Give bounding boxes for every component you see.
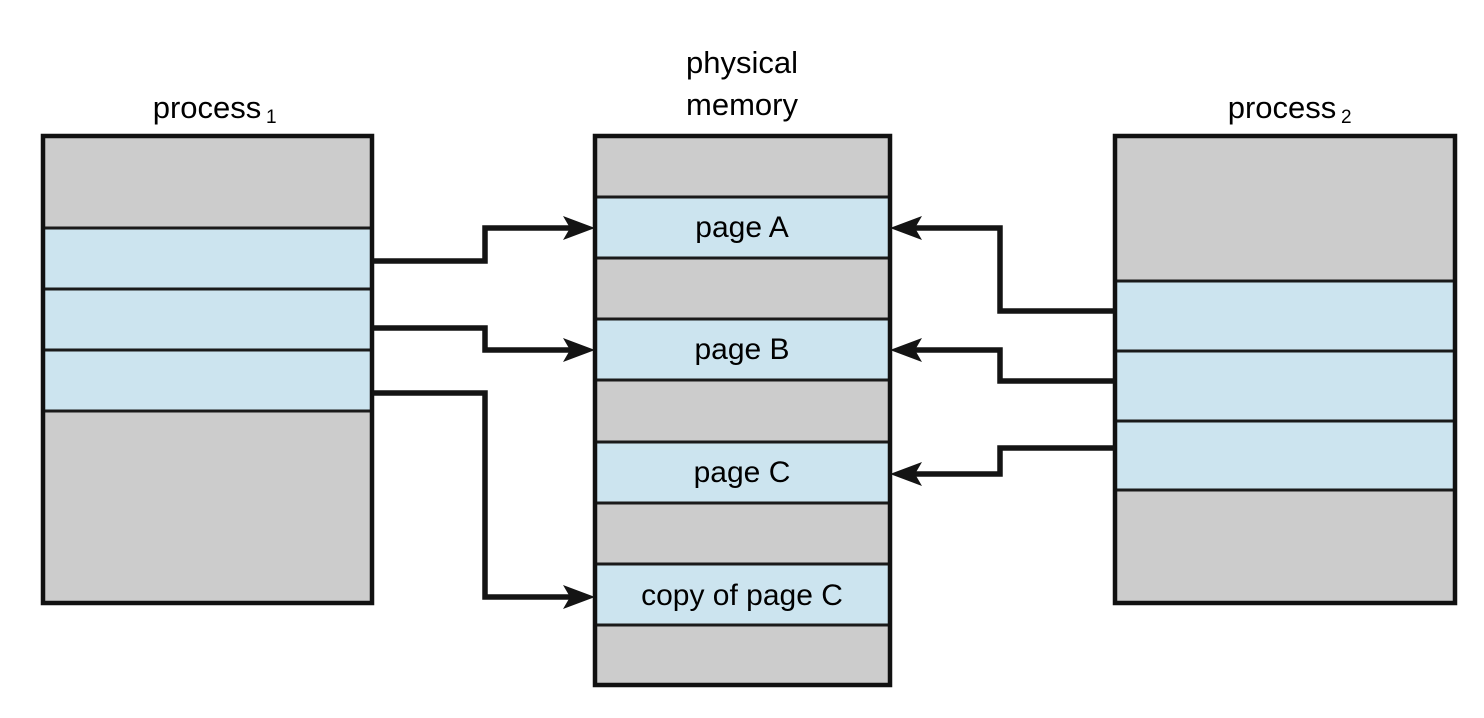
process2-column: process 2 bbox=[1112, 90, 1458, 606]
physical-memory-cell-6[interactable] bbox=[593, 501, 892, 566]
physical-memory-title-line2: memory bbox=[686, 87, 798, 122]
arrow-head-icon bbox=[563, 216, 595, 240]
physical-memory-column: physical memory page A page B page C cop… bbox=[592, 45, 893, 688]
process1-title: process bbox=[153, 90, 262, 125]
connectors-right bbox=[890, 216, 1115, 486]
connector-p1-row3-to-copy-of-page-c bbox=[372, 390, 595, 609]
process1-cells bbox=[41, 134, 374, 605]
process1-title-subscript: 1 bbox=[266, 107, 277, 128]
process1-cell-0[interactable] bbox=[41, 134, 374, 230]
process2-cell-4[interactable] bbox=[1113, 488, 1457, 605]
process2-cell-0[interactable] bbox=[1113, 134, 1457, 283]
connector-p1-row1-to-page-a bbox=[372, 216, 595, 264]
page-b-label: page B bbox=[694, 333, 789, 366]
arrow-head-icon bbox=[890, 216, 922, 240]
connector-p1-row2-to-page-b bbox=[372, 325, 595, 362]
arrow-head-icon bbox=[890, 338, 922, 362]
arrow-head-icon bbox=[563, 585, 595, 609]
physical-memory-cell-0[interactable] bbox=[593, 134, 892, 199]
process1-outline bbox=[40, 133, 375, 606]
page-c-label: page C bbox=[694, 456, 791, 489]
process1-cell-1[interactable] bbox=[41, 226, 374, 291]
page-a-label: page A bbox=[695, 211, 788, 244]
process1-cell-4[interactable] bbox=[41, 409, 374, 605]
process2-title-subscript: 2 bbox=[1341, 107, 1352, 128]
process2-cell-3[interactable] bbox=[1113, 419, 1457, 492]
connector-p2-row1-to-page-a bbox=[890, 216, 1115, 314]
process2-title: process bbox=[1228, 90, 1337, 125]
process2-outline bbox=[1112, 133, 1458, 606]
process2-cell-1[interactable] bbox=[1113, 279, 1457, 353]
physical-memory-cell-4[interactable] bbox=[593, 378, 892, 444]
physical-memory-title-line1: physical bbox=[686, 45, 798, 80]
physical-memory-cells bbox=[593, 134, 892, 687]
copy-of-page-c-label: copy of page C bbox=[641, 579, 843, 612]
physical-memory-cell-8[interactable] bbox=[593, 623, 892, 687]
process1-cell-2[interactable] bbox=[41, 287, 374, 352]
connector-p2-row2-to-page-b bbox=[890, 338, 1115, 384]
physical-memory-cell-2[interactable] bbox=[593, 256, 892, 321]
arrow-head-icon bbox=[563, 338, 595, 362]
process2-cell-2[interactable] bbox=[1113, 349, 1457, 423]
process1-column: process 1 bbox=[40, 90, 375, 606]
process1-cell-3[interactable] bbox=[41, 348, 374, 413]
arrow-head-icon bbox=[890, 462, 922, 486]
connectors-left bbox=[372, 216, 595, 609]
physical-memory-outline bbox=[592, 133, 893, 688]
connector-p2-row3-to-page-c bbox=[890, 445, 1115, 486]
process2-cells bbox=[1113, 134, 1457, 605]
